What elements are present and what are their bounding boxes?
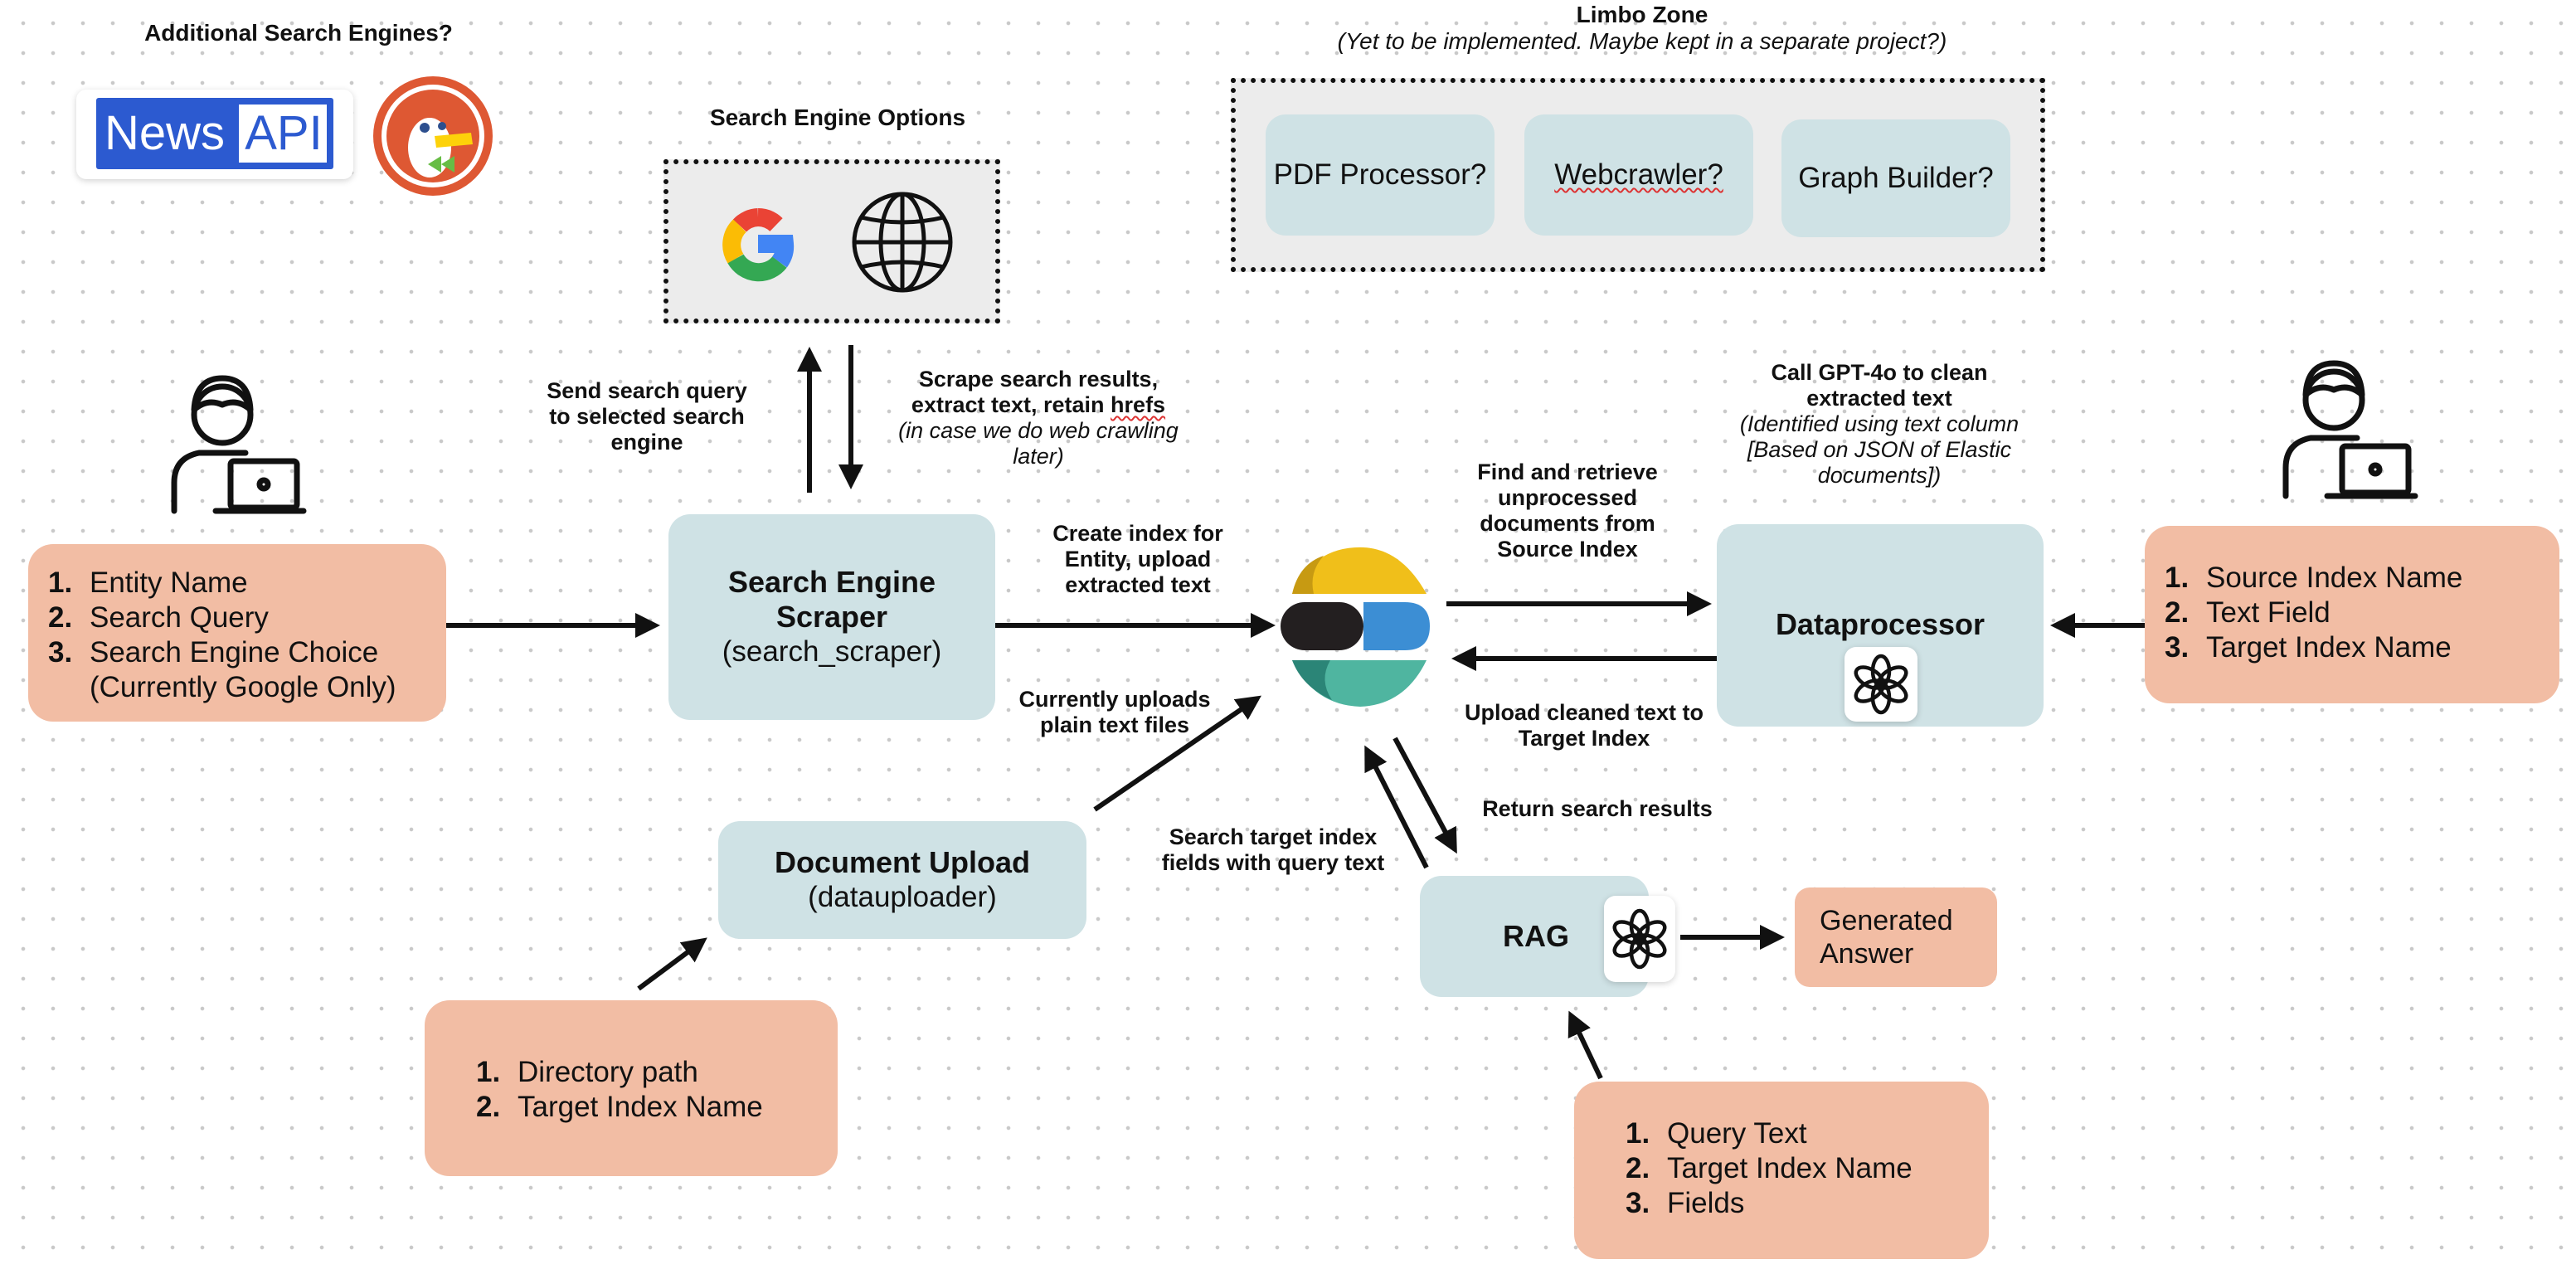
document-upload-node: Document Upload (datauploader)	[718, 821, 1086, 939]
scraper-module: (search_scraper)	[722, 635, 942, 668]
user-laptop-icon	[2282, 360, 2418, 499]
limbo-pdf-processor: PDF Processor?	[1266, 114, 1495, 236]
upload-inputs: Directory path Target Index Name	[425, 1000, 838, 1176]
limbo-webcrawler-label: Webcrawler?	[1554, 158, 1723, 191]
rag-title: RAG	[1503, 919, 1569, 953]
openai-icon	[1604, 896, 1675, 982]
label-find-retrieve: Find and retrieve unprocessed documents …	[1477, 460, 1658, 562]
limbo-zone-subtitle: (Yet to be implemented. Maybe kept in a …	[1337, 28, 1947, 54]
additional-engines-heading: Additional Search Engines?	[144, 20, 453, 46]
label-create-index: Create index for Entity, upload extracte…	[1052, 521, 1223, 597]
list-item: Source Index Name	[2165, 561, 2463, 596]
label-upload-cleaned: Upload cleaned text to Target Index	[1464, 700, 1704, 751]
upload-title: Document Upload	[774, 845, 1030, 879]
scrape-hrefs: hrefs	[1111, 392, 1166, 417]
arrow-rag-to-elastic	[1364, 745, 1429, 869]
arrow-rag-inputs-to-rag	[1567, 1010, 1603, 1080]
news-api-right-text: API	[245, 106, 323, 160]
arrow-upload-inputs-to-upload	[637, 937, 707, 991]
limbo-webcrawler: Webcrawler?	[1524, 114, 1753, 236]
list-item: Entity Name	[48, 566, 248, 601]
openai-icon	[1845, 647, 1917, 722]
list-item: Target Index Name	[2165, 630, 2452, 665]
news-api-logo: News API	[76, 90, 353, 179]
label-uploads-plain: Currently uploads plain text files	[1018, 687, 1211, 737]
news-api-left-text: News	[104, 106, 226, 160]
scraper-inputs: Entity Name Search Query Search Engine C…	[28, 544, 446, 722]
user-laptop-icon	[171, 375, 307, 514]
list-item: Query Text	[1626, 1116, 1807, 1151]
elasticsearch-icon	[1281, 547, 1430, 707]
list-item: Search Engine Choice (Currently Google O…	[48, 635, 396, 703]
search-engine-scraper-node: Search Engine Scraper (search_scraper)	[668, 514, 995, 720]
scrape-line-2: extract text, retain	[911, 392, 1105, 417]
scraper-title: Search Engine Scraper	[727, 565, 936, 634]
list-item: Text Field	[2165, 596, 2331, 630]
list-item: Fields	[1626, 1186, 1745, 1221]
dataprocessor-inputs: Source Index Name Text Field Target Inde…	[2145, 526, 2559, 703]
label-send-query: Send search query to selected search eng…	[547, 378, 747, 455]
upload-module: (datauploader)	[808, 881, 997, 913]
list-item: Target Index Name	[1626, 1151, 1913, 1186]
label-return-results: Return search results	[1482, 796, 1713, 821]
list-item: Target Index Name	[476, 1090, 763, 1125]
generated-answer-label: Generated Answer	[1820, 905, 1953, 970]
rag-inputs: Query Text Target Index Name Fields	[1574, 1082, 1989, 1259]
label-scrape-results: Scrape search results, extract text, ret…	[881, 367, 1196, 469]
arrow-elastic-to-rag	[1392, 737, 1457, 854]
list-item: Search Query	[48, 601, 269, 635]
dataprocessor-title: Dataprocessor	[1775, 607, 1985, 641]
generated-answer-node: Generated Answer	[1795, 887, 1997, 987]
scrape-line-1: Scrape search results,	[918, 367, 1159, 391]
scrape-note: (in case we do web crawling later)	[898, 418, 1179, 469]
label-call-gpt: Call GPT-4o to clean extracted text (Ide…	[1722, 360, 2037, 489]
call-gpt-note: (Identified using text column [Based on …	[1739, 411, 2019, 488]
globe-icon	[852, 192, 953, 293]
duckduckgo-icon	[373, 76, 493, 196]
list-item: Directory path	[476, 1055, 698, 1090]
call-gpt-main: Call GPT-4o to clean extracted text	[1771, 360, 1988, 411]
google-icon	[722, 208, 795, 282]
limbo-graph-builder: Graph Builder?	[1781, 119, 2010, 237]
engine-options-heading: Search Engine Options	[709, 105, 966, 130]
arrow-upload-to-elastic	[1093, 695, 1261, 812]
limbo-zone-heading: Limbo Zone	[1576, 2, 1708, 27]
label-search-target: Search target index fields with query te…	[1161, 824, 1385, 875]
